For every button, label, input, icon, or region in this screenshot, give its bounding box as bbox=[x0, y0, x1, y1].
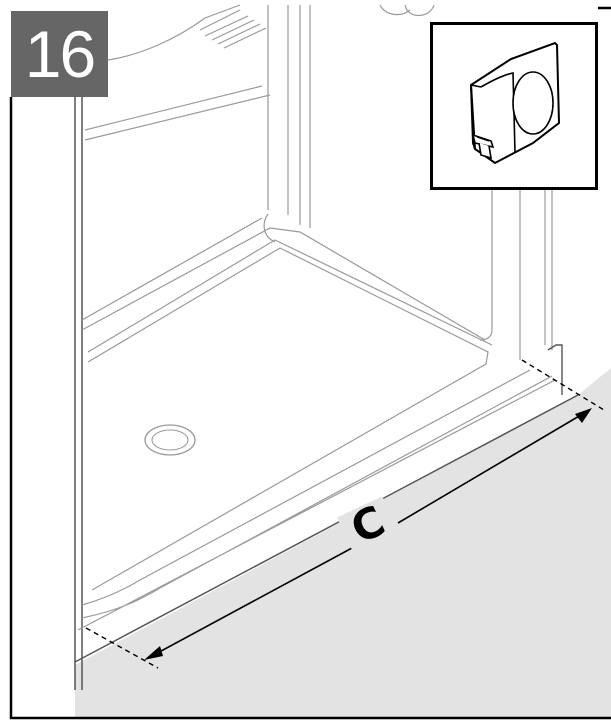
right-wall-edge bbox=[547, 344, 563, 395]
left-wall-curve bbox=[84, 4, 271, 141]
back-wall bbox=[267, 5, 311, 228]
drain-icon bbox=[144, 424, 196, 456]
base-back-ledge bbox=[81, 213, 486, 341]
floor bbox=[75, 368, 611, 718]
base-front-curb bbox=[77, 369, 556, 631]
tape-measure-icon bbox=[469, 41, 561, 165]
soap-dish bbox=[199, 9, 267, 49]
step-number-badge: 16 bbox=[11, 11, 108, 97]
base-basin bbox=[87, 239, 493, 591]
valve-knob bbox=[379, 4, 435, 17]
drain-inner bbox=[151, 429, 189, 451]
right-wall-panel bbox=[479, 190, 553, 360]
tape-measure-inset bbox=[430, 22, 598, 190]
page-border bbox=[9, 6, 611, 720]
extension-line-left bbox=[85, 627, 159, 669]
base-front-face bbox=[74, 394, 579, 663]
extension-line-right bbox=[521, 359, 605, 411]
left-wall-panel bbox=[74, 96, 83, 690]
dimension-arrow-icon bbox=[144, 408, 592, 660]
